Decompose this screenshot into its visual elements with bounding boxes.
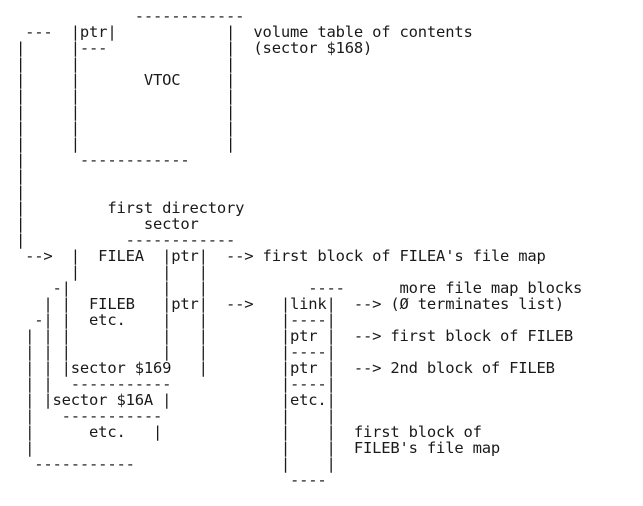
diagram-line: | |sector $16A | |etc.| xyxy=(16,391,336,409)
diagram-line: ------------ xyxy=(16,7,245,25)
diagram-line: | etc. | | | first block of xyxy=(16,423,482,441)
diagram-line: ---- xyxy=(16,471,327,489)
diagram-line: | xyxy=(16,167,26,185)
diagram-line: --> | FILEA |ptr| --> first block of FIL… xyxy=(16,247,546,265)
diagram-line: | | | xyxy=(16,119,236,137)
diagram-line: | ----------- | | xyxy=(16,407,336,425)
diagram-line: | sector xyxy=(16,215,199,233)
diagram-line: | | | xyxy=(16,55,236,73)
diagram-line: | |--- | (sector $168) xyxy=(16,39,373,57)
diagram-line: | | | | | |----| xyxy=(16,343,336,361)
diagram-line: | | VTOC | xyxy=(16,71,236,89)
diagram-line: | | | xyxy=(16,263,208,281)
diagram-line: | first directory xyxy=(16,199,245,217)
diagram-line: | | ----------- |----| xyxy=(16,375,336,393)
diagram-line: | | | | | |ptr | --> first block of FILE… xyxy=(16,327,574,345)
diagram-line: -| | etc. | | |----| xyxy=(16,311,336,329)
diagram-line: --- |ptr| | volume table of contents xyxy=(16,23,473,41)
diagram-line: ----------- | | xyxy=(16,455,336,473)
diagram-line: | xyxy=(16,183,26,201)
diagram-line: | | | xyxy=(16,103,236,121)
diagram-line: | | | FILEB's file map xyxy=(16,439,500,457)
diagram-line: | | | xyxy=(16,87,236,105)
diagram-line: | | | xyxy=(16,135,236,153)
diagram-line: | ------------ xyxy=(16,151,190,169)
diagram-line: -| | | ---- more file map blocks xyxy=(16,279,583,297)
diagram-line: | | |sector $169 | |ptr | --> 2nd block … xyxy=(16,359,555,377)
diagram-line: | | FILEB |ptr| --> |link| --> (Ø termin… xyxy=(16,295,564,313)
diagram-line: | ------------ xyxy=(16,231,236,249)
